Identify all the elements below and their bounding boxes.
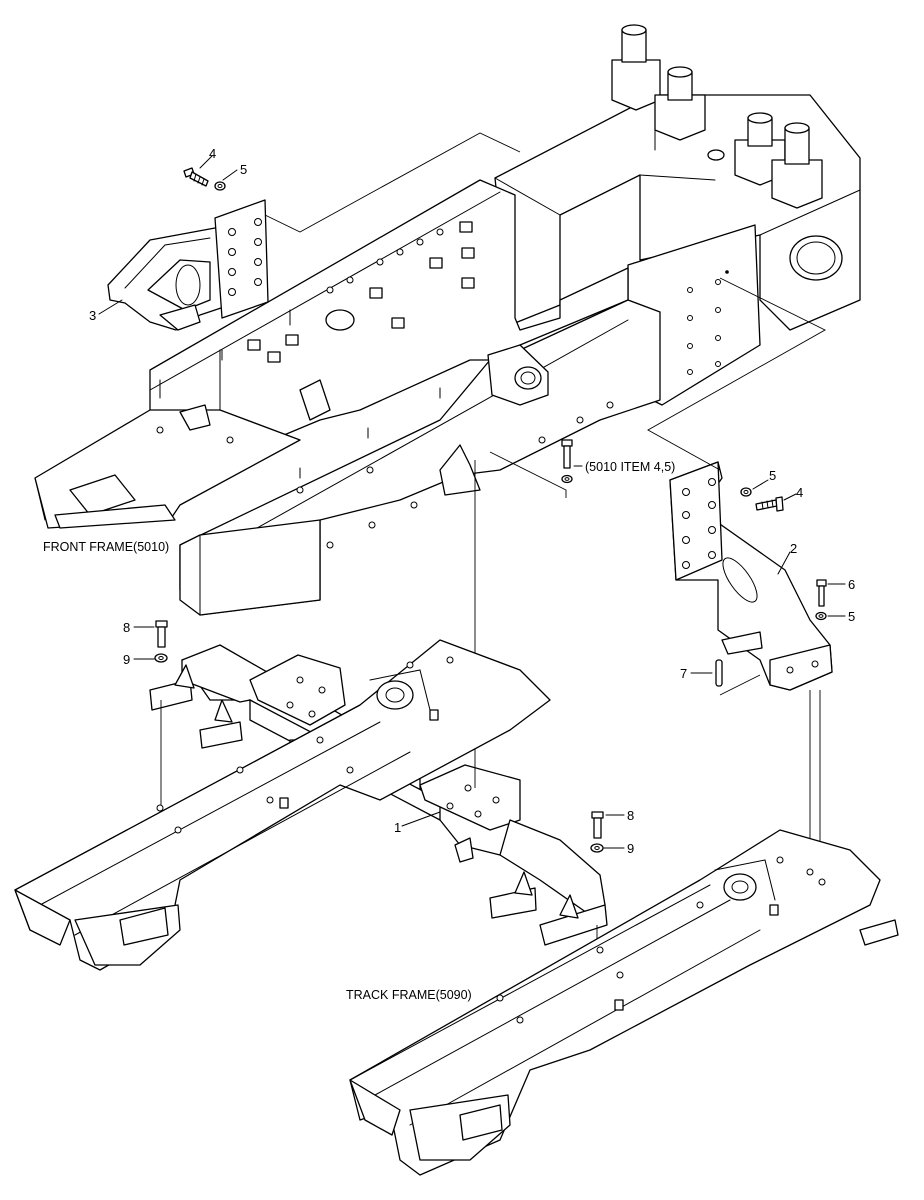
track-frame-label: TRACK FRAME(5090) [346, 988, 472, 1002]
track-frame-left [14, 639, 551, 971]
guide-line-part2 [647, 277, 826, 471]
washer-9-left [154, 653, 168, 663]
callout-8-left: 8 [123, 620, 130, 635]
washer-5-right [740, 487, 752, 497]
valve-assembly [611, 24, 823, 209]
bolt-8-left [155, 620, 168, 648]
washer-5-lower [815, 611, 827, 621]
washer-9-right [590, 843, 604, 853]
bolt-6 [816, 579, 827, 607]
part-3-front-bracket [107, 199, 269, 331]
front-frame [34, 24, 861, 616]
callout-6: 6 [848, 577, 855, 592]
washer-5-upper [214, 181, 226, 191]
bolt-5010-item [561, 439, 573, 484]
leader-lines [98, 155, 846, 849]
track-frame-right [349, 829, 899, 1176]
item-reference-label: (5010 ITEM 4,5) [585, 460, 675, 474]
pin-7 [715, 659, 723, 687]
part-2-rear-bracket [669, 461, 833, 691]
callout-2: 2 [790, 541, 797, 556]
callout-5-lower: 5 [848, 609, 855, 624]
callout-8-right: 8 [627, 808, 634, 823]
callout-9-right: 9 [627, 841, 634, 856]
callout-9-left: 9 [123, 652, 130, 667]
bolt-4-right [755, 496, 784, 512]
callout-4-right: 4 [796, 485, 803, 500]
front-frame-label: FRONT FRAME(5010) [43, 540, 169, 554]
bolt-4-upper [183, 167, 209, 187]
bolt-8-right [591, 811, 604, 839]
callout-4-upper: 4 [209, 146, 216, 161]
guide-line-part3 [264, 132, 521, 233]
callout-1: 1 [394, 820, 401, 835]
callout-5-upper: 5 [240, 162, 247, 177]
callout-7: 7 [680, 666, 687, 681]
callout-3: 3 [89, 308, 96, 323]
callout-5-right: 5 [769, 468, 776, 483]
